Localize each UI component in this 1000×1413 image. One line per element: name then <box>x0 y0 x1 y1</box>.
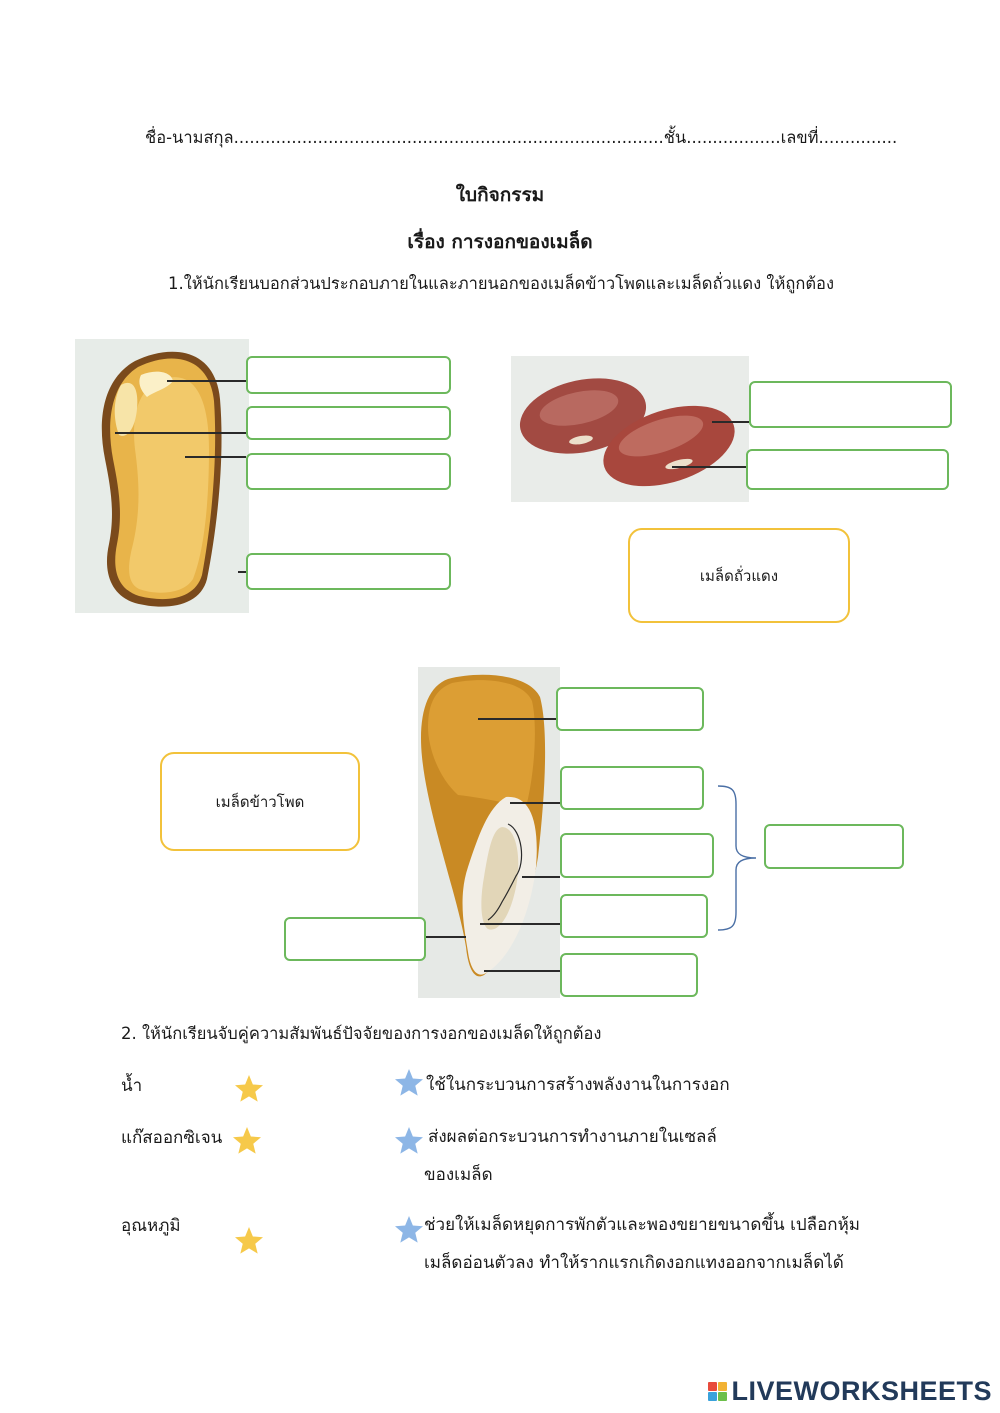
leader-line <box>478 718 556 720</box>
bean-section-image <box>75 339 249 613</box>
red-bean-title: เมล็ดถั่วแดง <box>699 566 779 585</box>
match-star-icon[interactable] <box>233 1073 265 1105</box>
page-title: ใบกิจกรรม <box>455 184 545 206</box>
corn-kernel-drawing <box>421 674 546 977</box>
group-brace <box>717 785 757 931</box>
section1-instruction: 1.ให้นักเรียนบอกส่วนประกอบภายในและภายนอก… <box>168 274 835 293</box>
factor-water: น้ำ <box>121 1076 143 1096</box>
label-answer-box[interactable] <box>560 766 704 810</box>
leader-line <box>522 876 560 878</box>
leader-line <box>238 571 246 573</box>
bean-section-drawing <box>101 351 222 607</box>
corn-kernel-image <box>418 667 560 998</box>
leader-line <box>115 432 246 434</box>
label-answer-box[interactable] <box>560 833 714 878</box>
effect-cell-line1: ส่งผลต่อกระบวนการทำงานภายในเซลล์ <box>428 1127 717 1147</box>
leader-line <box>167 380 246 382</box>
label-answer-box[interactable] <box>746 449 949 490</box>
label-answer-box[interactable] <box>556 687 704 731</box>
factor-oxygen: แก๊สออกซิเจน <box>121 1128 223 1148</box>
label-answer-box[interactable] <box>246 356 451 394</box>
label-answer-box[interactable] <box>284 917 426 961</box>
leader-line <box>510 802 560 804</box>
effect-cell-line2: ของเมล็ด <box>424 1165 493 1185</box>
liveworksheets-logo: LIVEWORKSHEETS <box>708 1376 992 1407</box>
leader-line <box>426 936 466 938</box>
label-answer-box[interactable] <box>560 953 698 997</box>
red-bean-title-box: เมล็ดถั่วแดง <box>628 528 850 623</box>
red-bean-image <box>511 356 749 502</box>
match-star-icon[interactable] <box>393 1067 425 1099</box>
logo-text: LIVEWORKSHEETS <box>731 1376 992 1406</box>
match-star-icon[interactable] <box>231 1125 263 1157</box>
page-subtitle: เรื่อง การงอกของเมล็ด <box>407 231 593 253</box>
label-answer-box[interactable] <box>246 553 451 590</box>
logo-squares-icon <box>708 1382 728 1401</box>
match-star-icon[interactable] <box>233 1225 265 1257</box>
red-bean-drawing <box>519 378 735 487</box>
leader-line <box>480 923 560 925</box>
leader-line <box>712 421 749 423</box>
label-answer-box[interactable] <box>246 453 451 490</box>
corn-title-box: เมล็ดข้าวโพด <box>160 752 360 851</box>
match-star-icon[interactable] <box>393 1214 425 1246</box>
group-answer-box[interactable] <box>764 824 904 869</box>
label-answer-box[interactable] <box>560 894 708 938</box>
effect-dormancy-line1: ช่วยให้เมล็ดหยุดการพักตัวและพองขยายขนาดข… <box>424 1215 861 1235</box>
effect-energy: ใช้ในกระบวนการสร้างพลังงานในการงอก <box>426 1075 730 1095</box>
name-line: ชื่อ-นามสกุล............................… <box>145 128 898 147</box>
corn-title: เมล็ดข้าวโพด <box>215 792 305 811</box>
effect-dormancy-line2: เมล็ดอ่อนตัวลง ทำให้รากแรกเกิดงอกแทงออกจ… <box>424 1253 844 1273</box>
factor-temperature: อุณหภูมิ <box>121 1216 181 1236</box>
leader-line <box>672 466 747 468</box>
leader-line <box>484 970 560 972</box>
section2-instruction: 2. ให้นักเรียนจับคู่ความสัมพันธ์ปัจจัยขอ… <box>121 1024 602 1043</box>
match-star-icon[interactable] <box>393 1125 425 1157</box>
leader-line <box>185 456 246 458</box>
label-answer-box[interactable] <box>749 381 952 428</box>
label-answer-box[interactable] <box>246 406 451 440</box>
embryo-bracket <box>487 823 523 921</box>
